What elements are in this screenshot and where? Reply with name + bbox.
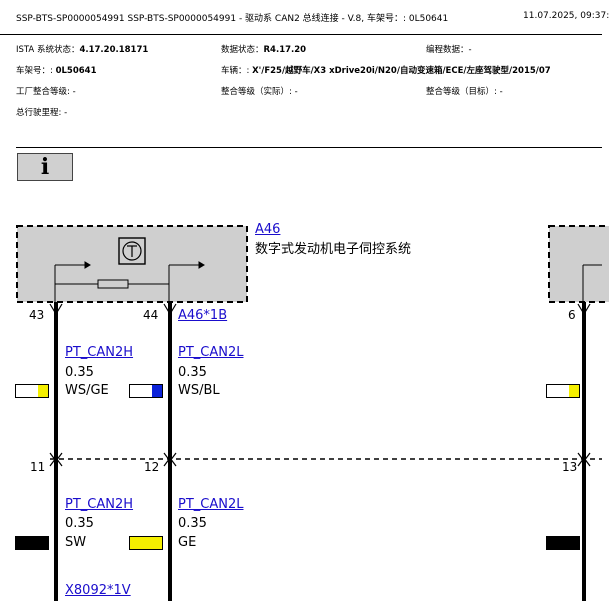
internal-circuit [54,261,602,302]
pin-number-44: 44 [143,308,159,322]
transceiver-icon [118,237,146,265]
pin-number-6: 6 [568,308,576,322]
factory-integration-level: 工厂整合等级: - [16,87,76,97]
component-box-partial [548,225,609,303]
wire-color-swatch-partial-lower [546,536,580,550]
document-header: SSP-BTS-SP0000054991 SSP-BTS-SP000005499… [16,14,449,24]
signal-link-can2l-lower[interactable]: PT_CAN2L [178,497,244,512]
wire-color-swatch-sw [15,536,49,550]
signal-link-can2h-lower[interactable]: PT_CAN2H [65,497,134,512]
component-link-a46[interactable]: A46 [255,222,281,237]
pin-marks-mid [49,452,591,467]
pin-number-13: 13 [562,460,578,474]
vehicle-info: 车辆：: X'/F25/越野车/X3 xDrive20i/N20/自动变速箱/E… [221,66,551,76]
programming-data: 编程数据：- [426,45,472,55]
signal-link-can2h-upper[interactable]: PT_CAN2H [65,345,134,360]
ista-status: ISTA 系统状态：4.17.20.18171 [16,45,149,55]
wire-color-code: GE [178,535,197,550]
wire-gauge: 0.35 [178,516,207,531]
wire-gauge: 0.35 [65,365,94,380]
info-divider [16,147,602,148]
total-mileage: 总行驶里程: - [16,108,68,118]
actual-integration-level: 整合等级（实际）: - [221,87,298,97]
pin-number-43: 43 [29,308,45,322]
wire-gauge: 0.35 [178,365,207,380]
wire-color-swatch-ge [129,536,163,550]
wire-color-code: SW [65,535,87,550]
wire-color-code: WS/BL [178,383,220,398]
vin: 车架号：: 0L50641 [16,66,97,76]
wire-color-swatch-partial [546,384,580,398]
header-datetime: 11.07.2025, 09:37: [523,11,609,21]
wire-gauge: 0.35 [65,516,94,531]
component-name: 数字式发动机电子伺控系统 [255,242,412,257]
signal-link-can2l-upper[interactable]: PT_CAN2L [178,345,244,360]
pin-number-11: 11 [30,460,46,474]
wire-color-swatch-ws-ge [15,384,49,398]
header-divider [0,34,602,35]
connector-link-x8092-1v[interactable]: X8092*1V [65,583,131,598]
pin-number-12: 12 [144,460,160,474]
pin-marks-top [49,303,591,316]
connector-link-a46-1b[interactable]: A46*1B [178,308,228,323]
wire-color-swatch-ws-bl [129,384,163,398]
data-status: 数据状态：R4.17.20 [221,45,307,55]
target-integration-level: 整合等级（目标）: - [426,87,503,97]
wire-color-code: WS/GE [65,383,109,398]
info-button[interactable]: i [17,153,73,181]
